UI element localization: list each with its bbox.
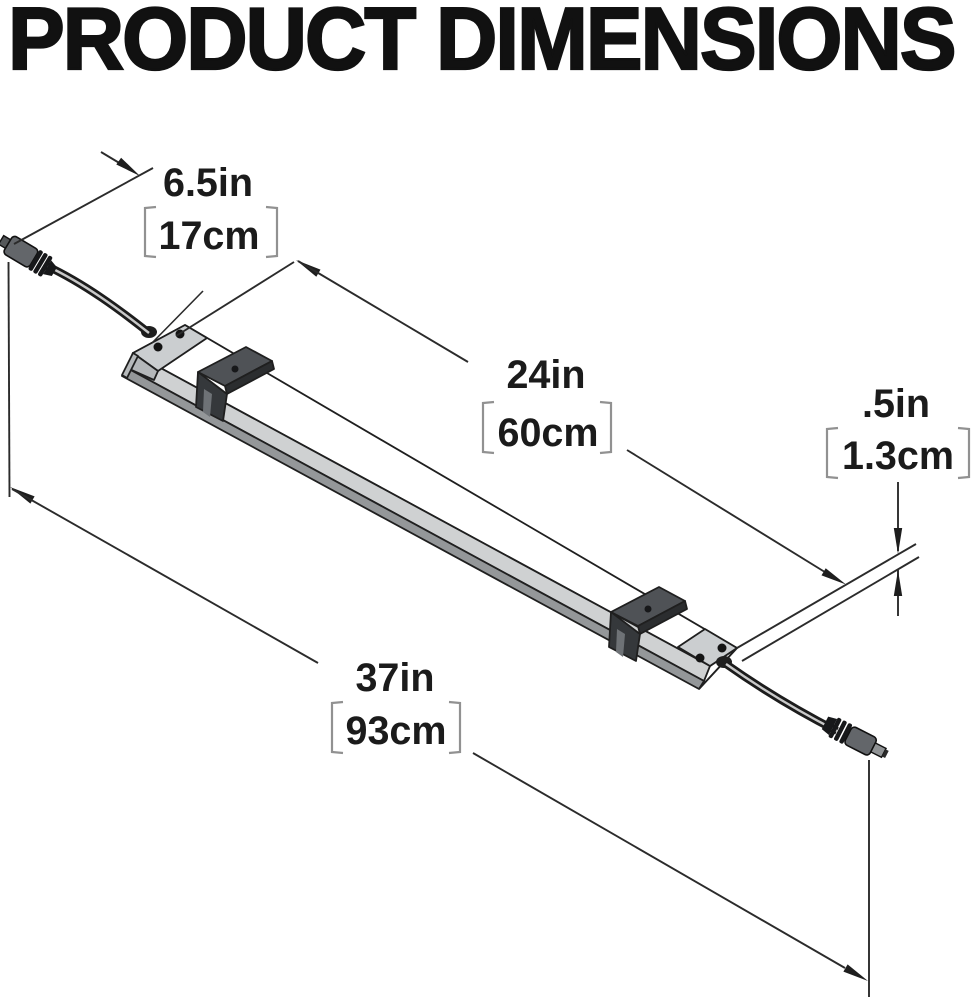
dim-lit-length: 24in 60cm bbox=[175, 260, 846, 585]
bar-left-end-edge bbox=[121, 352, 139, 379]
label-overall-metric: 93cm bbox=[345, 709, 446, 753]
bar-right-end-cut bbox=[698, 647, 738, 690]
page-title: PRODUCT DIMENSIONS bbox=[7, 0, 958, 89]
bracket-left bbox=[330, 700, 344, 755]
bracket-left bbox=[481, 400, 495, 455]
screw bbox=[717, 643, 727, 653]
mounting-clip-2 bbox=[608, 586, 688, 662]
screw bbox=[153, 342, 163, 352]
dim-thickness: .5in 1.3cm bbox=[736, 382, 971, 662]
label-cable-inches: 6.5in bbox=[163, 161, 253, 205]
label-lit-inches: 24in bbox=[506, 353, 585, 397]
bracket-left bbox=[143, 205, 157, 259]
label-thickness-metric: 1.3cm bbox=[842, 434, 954, 478]
label-cable-metric: 17cm bbox=[158, 214, 259, 258]
screw bbox=[695, 653, 705, 663]
label-overall-inches: 37in bbox=[355, 656, 434, 700]
bracket-right bbox=[957, 426, 971, 480]
label-thickness-inches: .5in bbox=[862, 382, 930, 426]
light-bar bbox=[121, 324, 738, 690]
cable-left bbox=[45, 262, 152, 337]
power-plug-left bbox=[0, 234, 57, 277]
arrowhead bbox=[893, 528, 903, 554]
cable-right bbox=[723, 660, 839, 735]
arrowhead bbox=[893, 570, 903, 596]
bracket-right bbox=[448, 700, 462, 755]
arrowhead bbox=[821, 568, 846, 585]
bracket-right bbox=[599, 400, 613, 455]
dim-overall-length: 37in 93cm bbox=[7, 261, 870, 997]
power-plug-right bbox=[821, 716, 889, 759]
bracket-right bbox=[265, 205, 279, 259]
arrowhead bbox=[843, 964, 868, 981]
bracket-left bbox=[825, 426, 839, 480]
dim-cable-length: 6.5in 17cm bbox=[13, 151, 279, 344]
label-lit-metric: 60cm bbox=[497, 411, 598, 455]
arrowhead bbox=[116, 157, 140, 176]
mounting-clip-1 bbox=[195, 346, 275, 422]
